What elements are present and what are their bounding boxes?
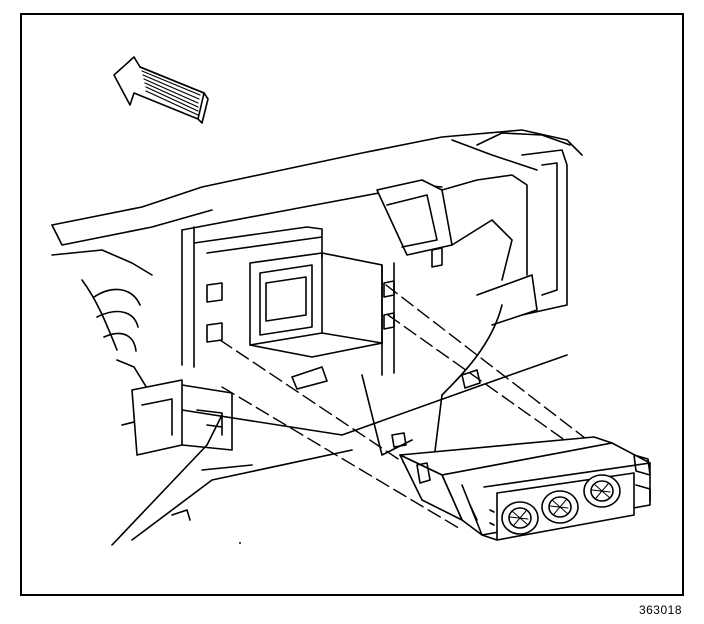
right-control-knob	[583, 474, 621, 508]
figure-frame	[20, 13, 684, 596]
exploded-view-illustration	[51, 56, 651, 546]
direction-arrow-icon	[113, 56, 209, 124]
center-control-knob	[541, 490, 579, 524]
figure-id-label: 363018	[638, 603, 682, 617]
left-control-knob	[501, 501, 539, 535]
instrument-panel-frame	[51, 129, 583, 546]
speck-mark	[239, 542, 241, 544]
hvac-control-module	[399, 436, 651, 541]
